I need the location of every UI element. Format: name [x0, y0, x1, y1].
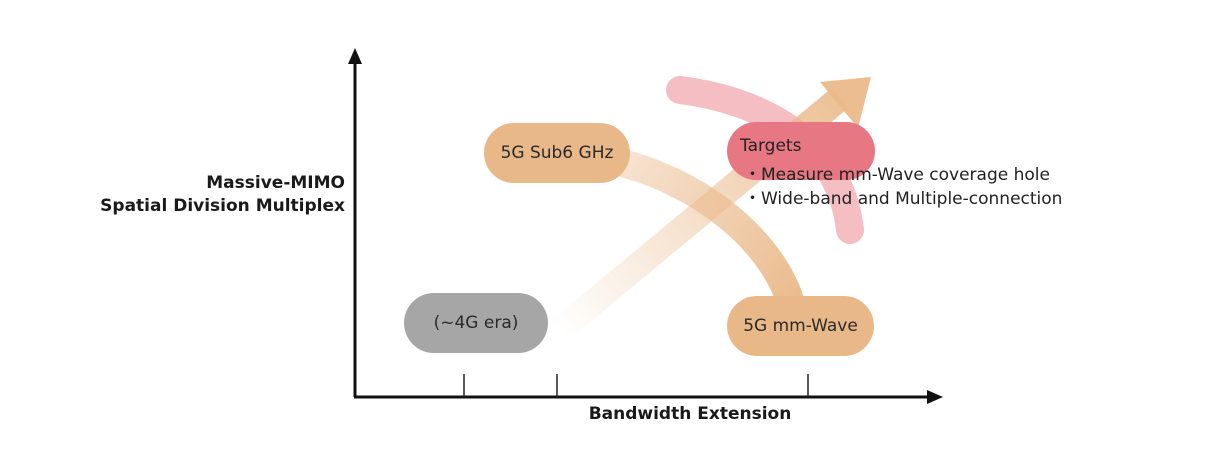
node-5g-mmwave: 5G mm-Wave: [727, 296, 874, 356]
y-axis-arrow-icon: [348, 48, 362, 64]
diagonal-flow-arrow-head: [820, 77, 871, 128]
y-axis-label: Massive-MIMO Spatial Division Multiplex: [70, 172, 345, 218]
y-axis-label-line1: Massive-MIMO: [206, 173, 345, 193]
targets-box: [727, 122, 875, 180]
node-4g-era: (~4G era): [404, 293, 548, 353]
x-axis-label: Bandwidth Extension: [588, 404, 792, 424]
sub6-to-mmwave-curve: [606, 146, 804, 305]
node-5g-sub6-label: 5G Sub6 GHz: [500, 143, 614, 163]
targets-title: Targets: [740, 136, 802, 156]
y-axis-label-line2: Spatial Division Multiplex: [100, 196, 345, 216]
targets-item: ・Wide-band and Multiple-connection: [744, 189, 1063, 209]
x-axis-arrow-icon: [927, 390, 943, 404]
node-4g-era-label: (~4G era): [433, 313, 519, 333]
targets-item: ・Measure mm-Wave coverage hole: [744, 165, 1050, 185]
node-5g-mmwave-label: 5G mm-Wave: [743, 316, 858, 336]
node-5g-sub6: 5G Sub6 GHz: [484, 123, 630, 183]
